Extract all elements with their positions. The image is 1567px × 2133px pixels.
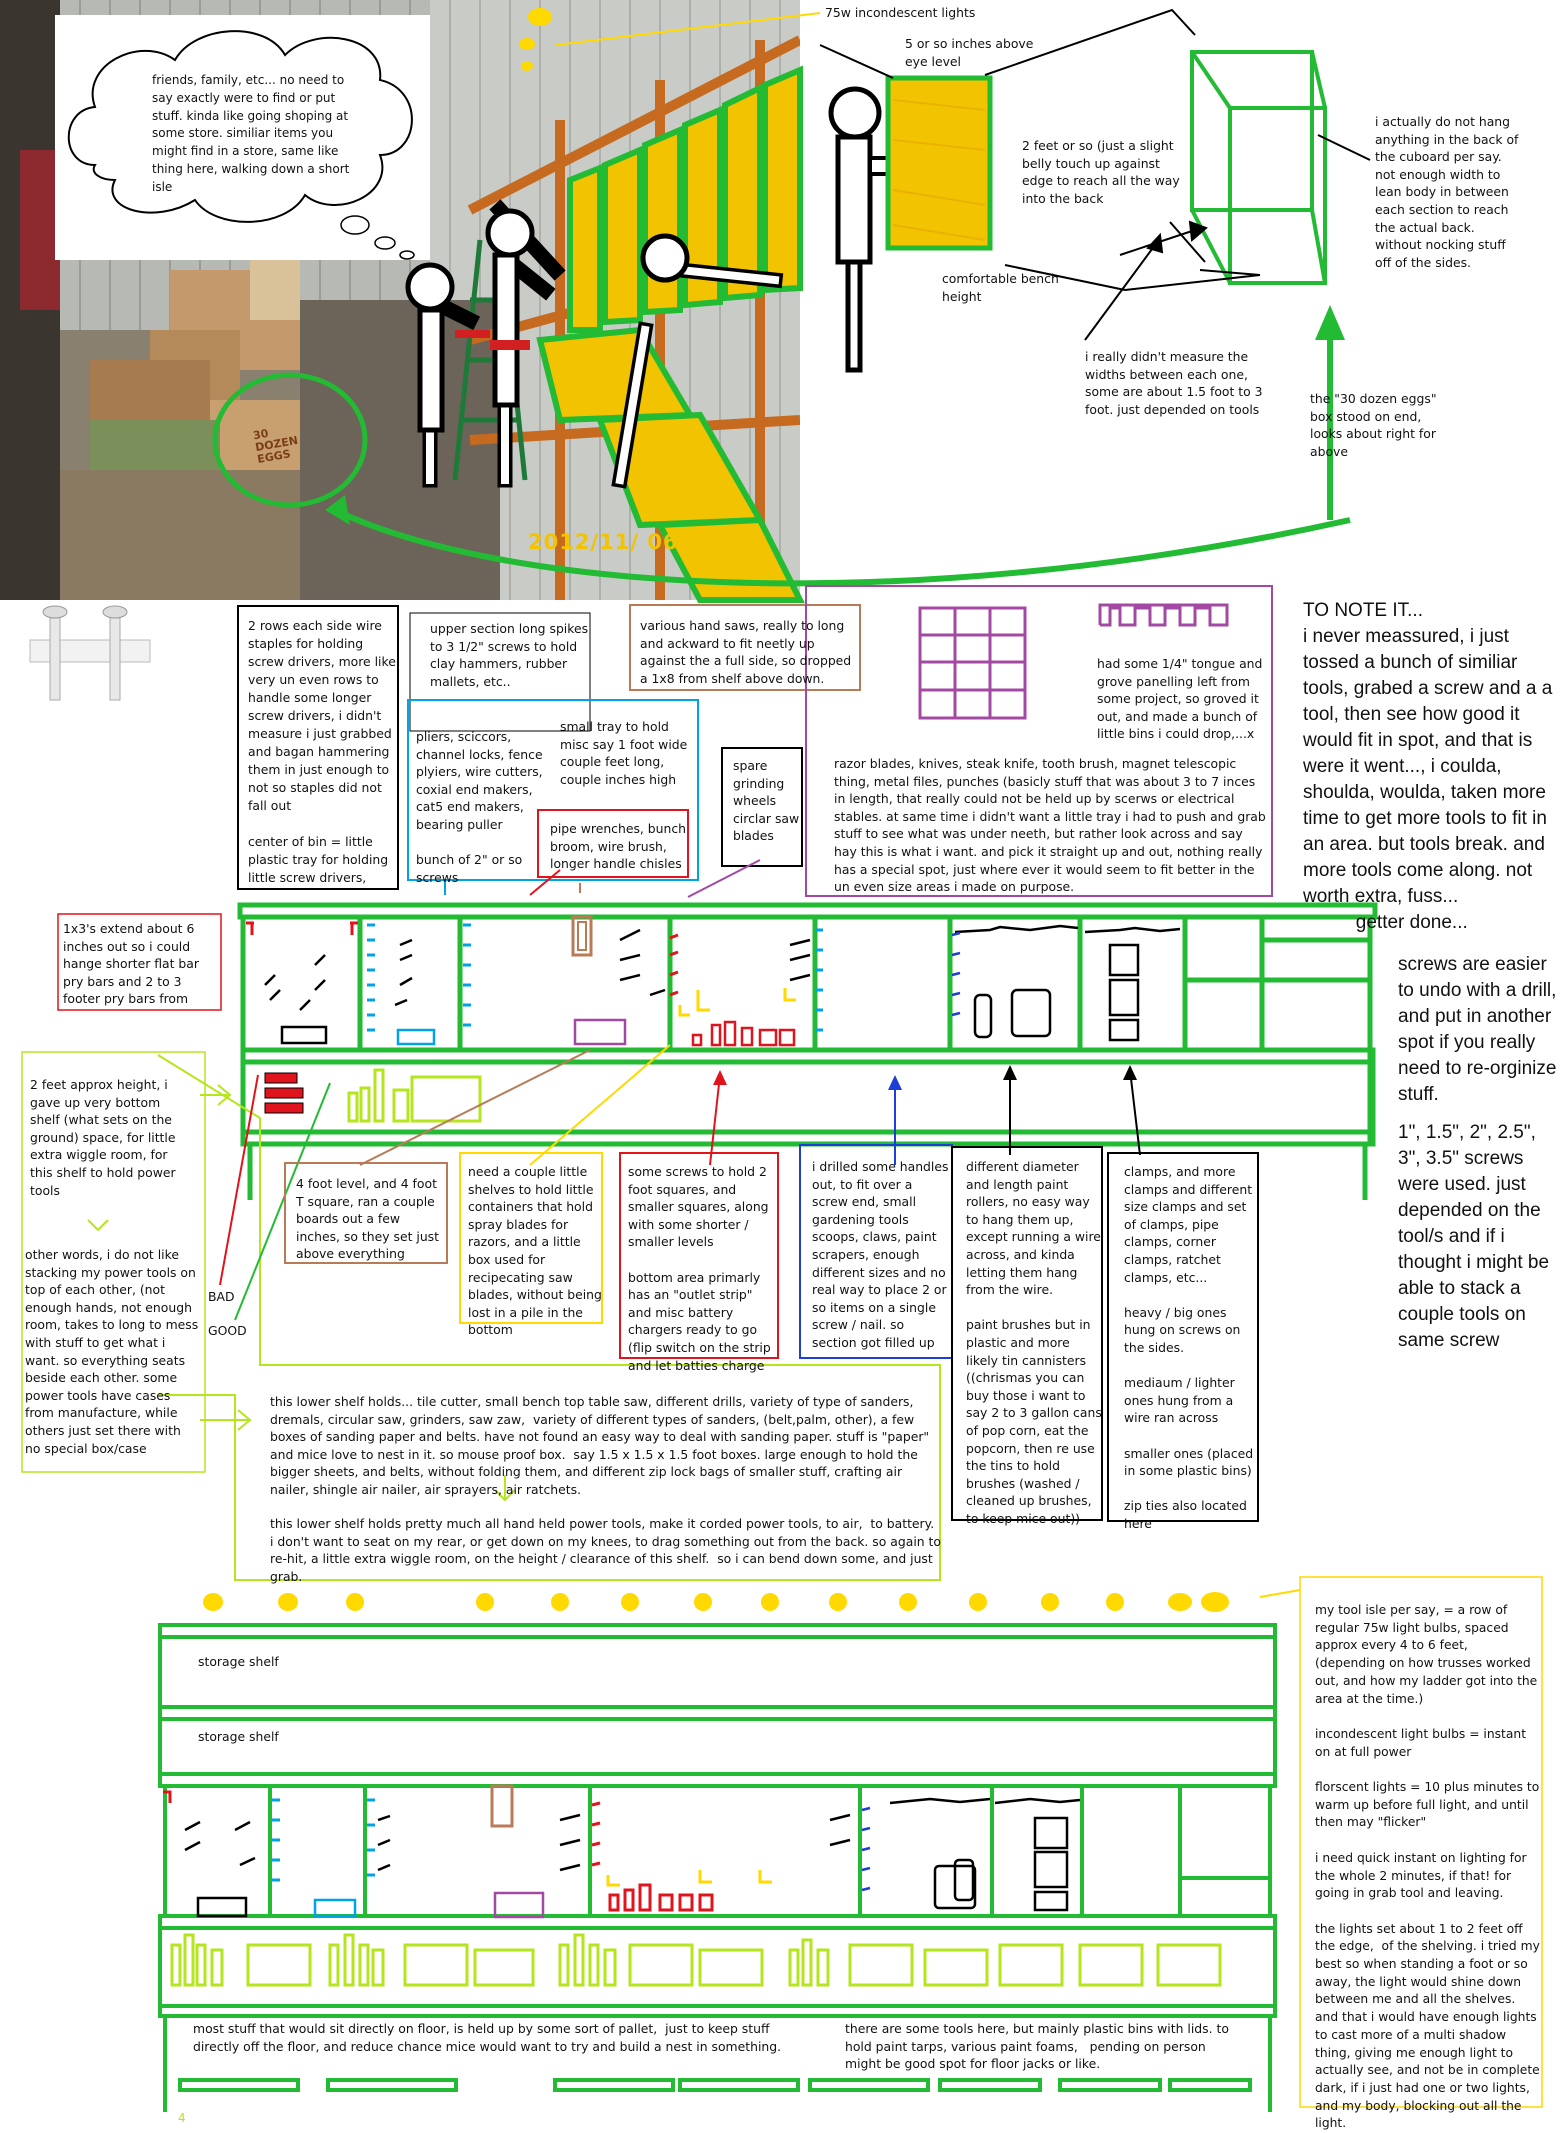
cube-note: i actually do not hang anything in the b… [1375, 114, 1523, 270]
photo-timestamp: 2012/11/ 06:19 PM [528, 530, 766, 554]
good-label: GOOD [208, 1323, 247, 1338]
svg-text:4: 4 [178, 2111, 186, 2125]
staples-note: 2 rows each side wire staples for holdin… [248, 618, 396, 885]
lower-shelf-pretty-note: this lower shelf holds pretty much all h… [270, 1516, 945, 1584]
spikes-note: upper section long spikes to 3 1/2" scre… [430, 621, 593, 689]
drilled-note: i drilled some handles out, to fit over … [812, 1159, 953, 1350]
small-tray-note: small tray to hold misc say 1 foot wide … [560, 719, 692, 787]
storage-shelf-label: storage shelf [198, 1654, 279, 1669]
pliers-note: pliers, sciccors, channel locks, fence p… [416, 729, 543, 885]
belly-touch-label: 2 feet or so (just a slight belly touch … [1022, 138, 1184, 206]
grinding-note: spare grinding wheels circlar saw blades [733, 758, 804, 844]
other-words-note: other words, i do not like stacking my p… [25, 1247, 203, 1456]
plastic-bins-note: there are some tools here, but mainly pl… [845, 2021, 1233, 2072]
diameter-note: different diameter and length paint roll… [966, 1159, 1102, 1526]
above-eye-label: 5 or so inches above eye level [905, 36, 1038, 69]
screws-easier-note: screws are easier to undo with a drill, … [1398, 954, 1562, 1105]
hand-saws-note: various hand saws, really to long and ac… [640, 618, 856, 686]
tongue-groove-note: had some 1/4" tongue and grove panelling… [1097, 656, 1267, 742]
lights-label: 75w incondescent lights [825, 5, 976, 20]
level-note: 4 foot level, and 4 foot T square, ran a… [296, 1176, 443, 1262]
to-note-heading: TO NOTE IT... i never meassured, i just … [1303, 600, 1553, 933]
widths-note: i really didn't measure the widths betwe… [1085, 349, 1267, 417]
storage-shelf-label: storage shelf [198, 1729, 279, 1744]
pipe-wrenches-note: pipe wrenches, bunch broom, wire brush, … [550, 821, 690, 872]
some-screws-note: some screws to hold 2 foot squares, and … [628, 1164, 771, 1373]
bench-height-label: comfortable bench height [942, 271, 1063, 304]
eggs-box-note: the "30 dozen eggs" box stood on end, lo… [1310, 391, 1441, 459]
one-by-three-note: 1x3's extend about 6 inches out so i cou… [63, 921, 203, 1007]
cloud-outline [67, 30, 415, 260]
razor-note: razor blades, knives, steak knife, tooth… [834, 756, 1270, 895]
staple-icon [29, 605, 151, 701]
pallet-note: most stuff that would sit directly on fl… [193, 2021, 782, 2054]
thought-cloud [55, 15, 430, 260]
tool-isle-note: my tool isle per say, = a row of regular… [1315, 1603, 1540, 2131]
lower-shelf-holds-note: this lower shelf holds... tile cutter, s… [270, 1394, 934, 1497]
two-feet-note: 2 feet approx height, i gave up very bot… [30, 1077, 180, 1198]
clamps-note: clamps, and more clamps and different si… [1124, 1164, 1254, 1531]
bad-label: BAD [208, 1289, 235, 1304]
need-shelves-note: need a couple little shelves to hold lit… [468, 1164, 606, 1338]
screw-sizes-note: 1", 1.5", 2", 2.5", 3", 3.5" screws were… [1398, 1122, 1555, 1351]
cloud-text: friends, family, etc... no need to say e… [152, 73, 354, 194]
